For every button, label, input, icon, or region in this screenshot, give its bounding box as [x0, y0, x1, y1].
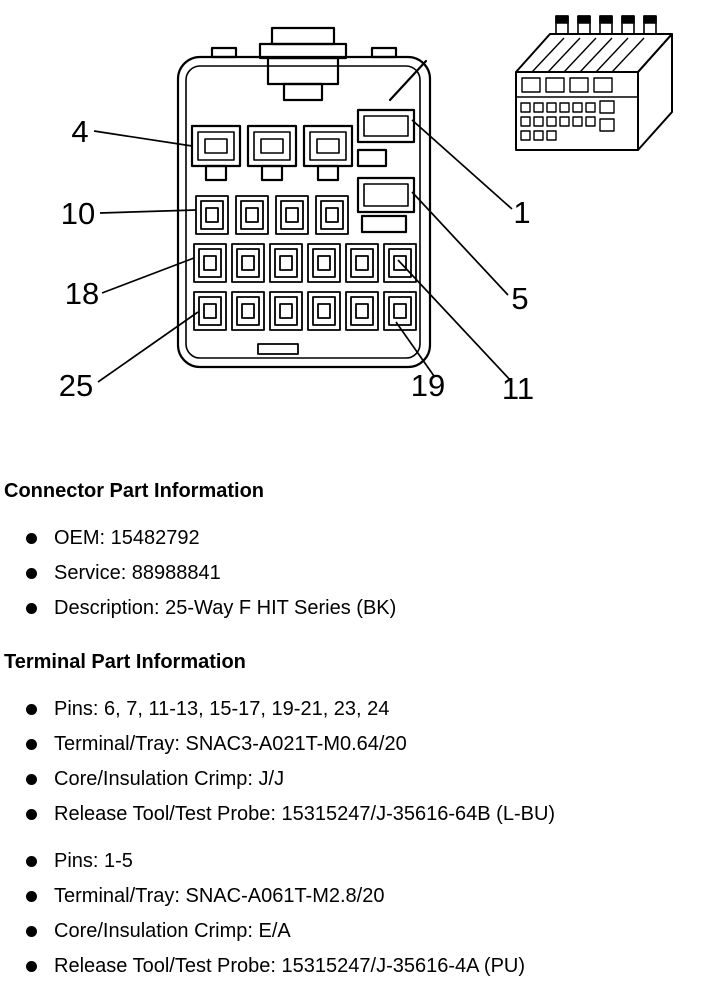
- section-title-connector-part: Connector Part Information: [4, 480, 265, 502]
- callout-1: 1: [513, 195, 530, 230]
- small-cavity-row-2: [193, 243, 417, 283]
- list-item-text: OEM: 15482792: [54, 527, 200, 549]
- terminal-group-2: Pins: 1-5 Terminal/Tray: SNAC-A061T-M2.8…: [0, 844, 704, 984]
- bullet-icon: [26, 961, 37, 972]
- bullet-icon: [26, 739, 37, 750]
- callout-25: 25: [59, 368, 93, 403]
- bullet-icon: [26, 704, 37, 715]
- list-item-text: Terminal/Tray: SNAC-A061T-M2.8/20: [54, 885, 385, 907]
- list-item-terminal-tray: Terminal/Tray: SNAC-A061T-M2.8/20: [26, 879, 704, 914]
- large-cavities: [190, 124, 354, 182]
- iso-front-detail: [516, 77, 638, 141]
- list-item-text: Service: 88988841: [54, 562, 221, 584]
- connector-face-diagram: 4 10 18 25 1 5 11 19: [59, 15, 673, 406]
- small-cavity-row-3: [193, 291, 417, 331]
- callout-labels: 4 10 18 25 1 5 11 19: [59, 114, 534, 406]
- callout-lines: [93, 119, 513, 383]
- bullet-icon: [26, 809, 37, 820]
- bullet-icon: [26, 856, 37, 867]
- bullet-icon: [26, 891, 37, 902]
- list-item-release-tool: Release Tool/Test Probe: 15315247/J-3561…: [26, 949, 704, 984]
- bullet-icon: [26, 568, 37, 579]
- list-item-text: Release Tool/Test Probe: 15315247/J-3561…: [54, 955, 526, 977]
- terminal-group-1: Pins: 6, 7, 11-13, 15-17, 19-21, 23, 24 …: [0, 692, 704, 832]
- bullet-icon: [26, 603, 37, 614]
- latch-tab: [258, 26, 348, 102]
- list-item-crimp: Core/Insulation Crimp: J/J: [26, 762, 704, 797]
- list-item-terminal-tray: Terminal/Tray: SNAC3-A021T-M0.64/20: [26, 727, 704, 762]
- list-item-text: Description: 25-Way F HIT Series (BK): [54, 597, 397, 619]
- list-item-text: Core/Insulation Crimp: J/J: [54, 768, 285, 790]
- callout-4: 4: [71, 114, 88, 149]
- bullet-icon: [26, 774, 37, 785]
- list-item-description: Description: 25-Way F HIT Series (BK): [26, 591, 704, 626]
- connector-part-list: OEM: 15482792 Service: 88988841 Descript…: [0, 521, 704, 626]
- list-item-text: Core/Insulation Crimp: E/A: [54, 920, 291, 942]
- list-item-text: Pins: 6, 7, 11-13, 15-17, 19-21, 23, 24: [54, 698, 390, 720]
- list-item-oem: OEM: 15482792: [26, 521, 704, 556]
- section-title-terminal-part: Terminal Part Information: [4, 651, 246, 673]
- callout-11: 11: [502, 371, 534, 406]
- right-large-cavities: [356, 108, 416, 234]
- list-item-text: Release Tool/Test Probe: 15315247/J-3561…: [54, 803, 556, 825]
- callout-19: 19: [411, 368, 445, 403]
- connector-iso-view: [515, 15, 673, 151]
- bullet-icon: [26, 533, 37, 544]
- list-item-pins: Pins: 6, 7, 11-13, 15-17, 19-21, 23, 24: [26, 692, 704, 727]
- list-item-service: Service: 88988841: [26, 556, 704, 591]
- terminal-blades: [555, 15, 657, 35]
- list-item-crimp: Core/Insulation Crimp: E/A: [26, 914, 704, 949]
- callout-5: 5: [511, 281, 528, 316]
- connector-front-view: [176, 26, 432, 369]
- callout-18: 18: [65, 276, 99, 311]
- bullet-icon: [26, 926, 37, 937]
- list-item-text: Pins: 1-5: [54, 850, 133, 872]
- list-item-text: Terminal/Tray: SNAC3-A021T-M0.64/20: [54, 733, 407, 755]
- list-item-release-tool: Release Tool/Test Probe: 15315247/J-3561…: [26, 797, 704, 832]
- callout-10: 10: [61, 196, 95, 231]
- small-cavity-row-1: [195, 195, 349, 235]
- list-item-pins: Pins: 1-5: [26, 844, 704, 879]
